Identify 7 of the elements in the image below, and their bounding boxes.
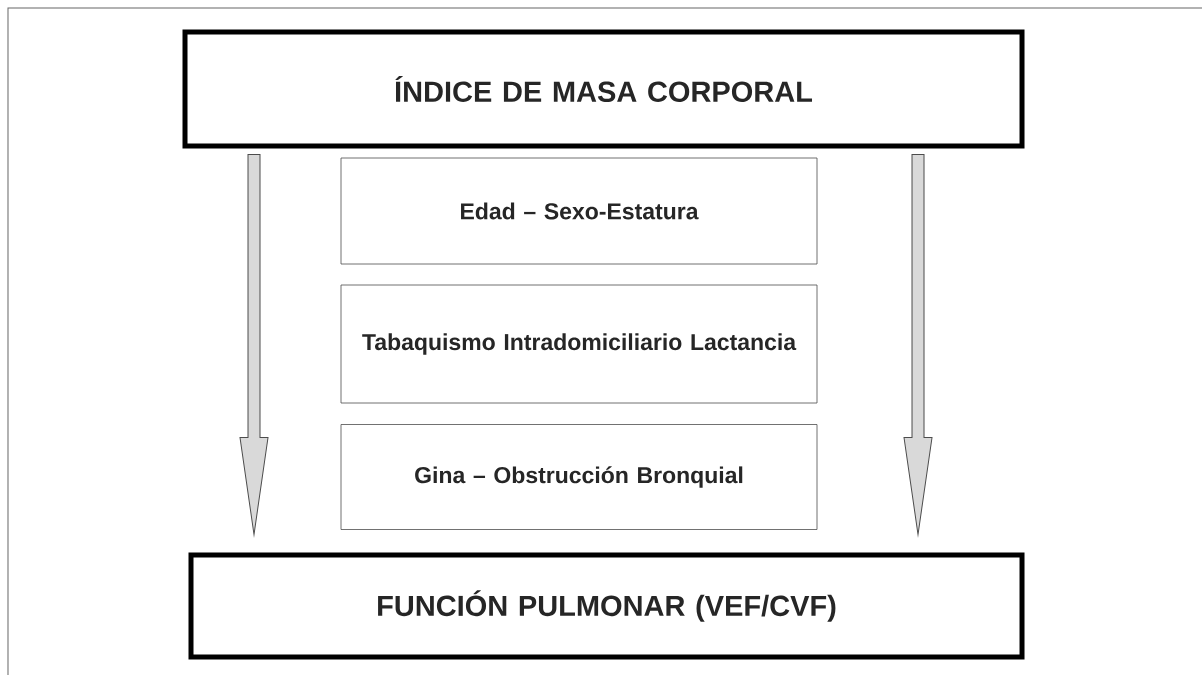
title-box: FUNCIÓN PULMONAR (VEF/CVF) bbox=[188, 552, 1025, 660]
factor-box: Tabaquismo Intradomiciliario Lactancia bbox=[340, 284, 818, 404]
arrow bbox=[239, 154, 269, 535]
factor-box: Edad – Sexo-Estatura bbox=[340, 157, 818, 265]
title-box: ÍNDICE DE MASA CORPORAL bbox=[182, 29, 1025, 149]
factor-box: Gina – Obstrucción Bronquial bbox=[340, 424, 818, 530]
arrow bbox=[903, 154, 933, 535]
